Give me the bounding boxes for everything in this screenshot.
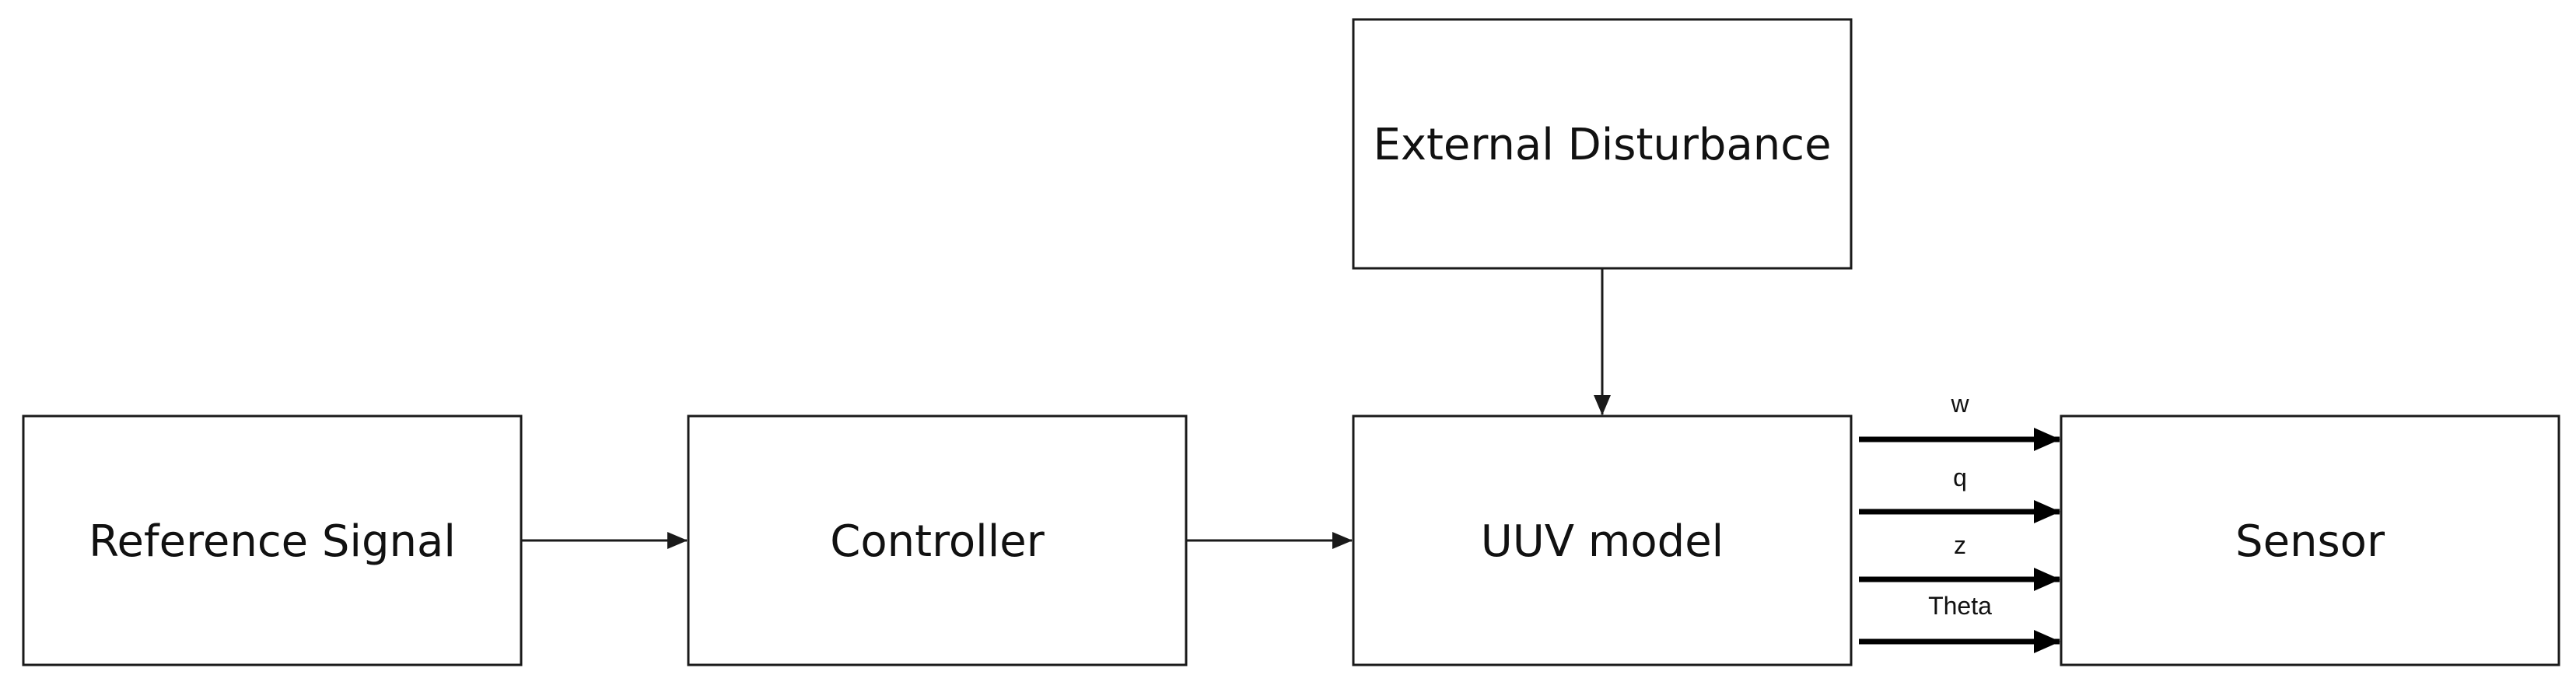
output-w: w [1859, 390, 2060, 451]
controller-label: Controller [830, 516, 1045, 567]
output-q: q [1859, 463, 2060, 523]
output-label-w: w [1950, 390, 1969, 418]
controller-block: Controller [687, 414, 1188, 666]
uuv-model-label: UUV model [1481, 516, 1724, 567]
output-label-z: z [1954, 531, 1966, 559]
external-disturbance-label: External Disturbance [1373, 120, 1831, 170]
sensor-label: Sensor [2235, 516, 2385, 567]
output-label-theta: Theta [1928, 592, 1992, 620]
output-label-q: q [1953, 463, 1967, 491]
output-theta: Theta [1859, 592, 2060, 653]
reference-signal-block: Reference Signal [22, 414, 523, 666]
external-disturbance-block: External Disturbance [1352, 18, 1853, 270]
output-z: z [1859, 531, 2060, 591]
uuv-model-block: UUV model [1352, 414, 1853, 666]
sensor-block: Sensor [2060, 414, 2560, 666]
reference-signal-label: Reference Signal [89, 516, 456, 567]
